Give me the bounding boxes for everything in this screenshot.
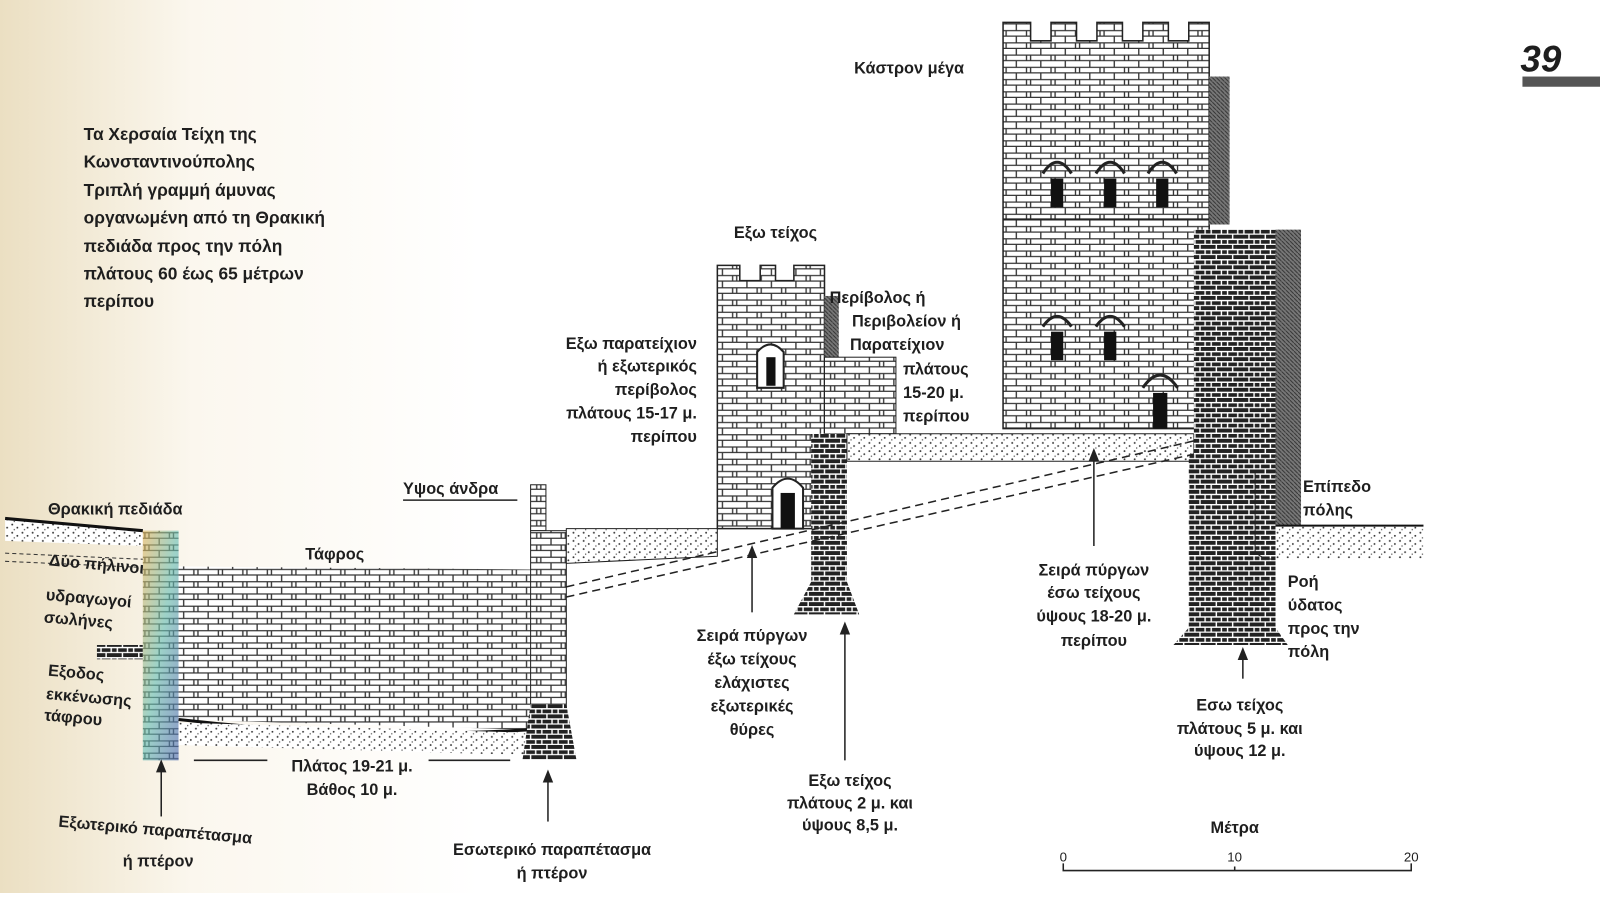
label-line: έσω τείχους: [1047, 584, 1140, 602]
label-line: περίπου: [903, 407, 969, 425]
label-line: ύψους 8,5 μ.: [802, 817, 898, 835]
title-line: οργανωμένη από τη Θρακική: [84, 208, 325, 228]
title-block: Τα Χερσαία Τείχη της Κωνσταντινούπολης Τ…: [84, 124, 325, 311]
label-line: ύδατος: [1288, 596, 1343, 614]
label-line: πλάτους: [903, 361, 969, 379]
label-outer-wall-top: Εξω τείχος: [734, 224, 817, 242]
label-line: πλάτους 15-17 μ.: [566, 404, 697, 422]
title-line: Κωνσταντινούπολης: [84, 151, 255, 171]
label-line: θύρες: [730, 721, 775, 739]
label-city-level: Επίπεδο πόλης: [1303, 478, 1371, 519]
label-kastron: Κάστρον μέγα: [854, 59, 964, 77]
scale-title: Μέτρα: [1211, 819, 1259, 837]
outer-terrace: [565, 528, 718, 564]
label-exo-parateichion: Εξω παρατείχιον ή εξωτερικός περίβολος π…: [566, 335, 697, 446]
label-line: πλάτους 2 μ. και: [787, 794, 913, 812]
label-line: Εξω τείχος: [808, 772, 891, 790]
inner-parapet: [522, 484, 577, 761]
label-ypsos-andra: Υψος άνδρα: [403, 480, 498, 498]
label-line: Βάθος 10 μ.: [307, 781, 398, 799]
label-outer-wall: Εξω τείχος πλάτους 2 μ. και ύψους 8,5 μ.: [787, 772, 913, 835]
label-line: σωλήνες: [43, 608, 114, 632]
peribolos-terrace: [846, 433, 1195, 462]
label-line: ύψους 18-20 μ.: [1036, 608, 1151, 626]
outer-wall: [793, 356, 897, 615]
label-outer-towers: Σειρά πύργων έξω τείχους ελάχιστες εξωτε…: [697, 627, 808, 739]
label-thracian-plain: Θρακική πεδιάδα: [48, 500, 183, 518]
scale-tick: 0: [1060, 849, 1067, 864]
label-inner-parapet: Εσωτερικό παραπέτασμα ή πτέρον: [453, 841, 651, 882]
label-line: ελάχιστες: [714, 674, 789, 692]
scale-bar: Μέτρα 0 10 20: [1060, 819, 1419, 872]
leader-arrows: [156, 448, 1249, 822]
label-line: τάφρου: [44, 706, 103, 729]
label-line: πλάτους 5 μ. και: [1177, 720, 1303, 738]
label-line: ή πτέρον: [517, 865, 588, 883]
moat: [178, 566, 531, 756]
label-line: ή εξωτερικός: [597, 357, 696, 375]
label-line: 15-20 μ.: [903, 384, 964, 402]
label-line: περίπου: [1061, 632, 1127, 650]
city-ground: [1275, 525, 1424, 560]
label-line: Εσω τείχος: [1196, 696, 1283, 714]
label-inner-towers: Σειρά πύργων έσω τείχους ύψους 18-20 μ. …: [1036, 562, 1151, 650]
label-inner-wall: Εσω τείχος πλάτους 5 μ. και ύψους 12 μ.: [1177, 696, 1303, 760]
label-water-flow: Ροή ύδατος προς την πόλη: [1288, 573, 1360, 661]
label-line: ή πτέρον: [123, 852, 194, 870]
outer-tower: [716, 264, 839, 530]
title-line: πεδιάδα προς την πόλη: [84, 236, 283, 256]
inner-tower: [1002, 21, 1230, 430]
label-line: πόλης: [1303, 501, 1353, 519]
label-line: εξωτερικές: [711, 697, 794, 715]
label-line: Περιβολείον ή: [852, 313, 961, 331]
label-moat-dims: Πλάτος 19-21 μ. Βάθος 10 μ.: [291, 758, 412, 799]
label-line: Περίβολος ή: [830, 289, 926, 307]
label-line: Παρατείχιον: [850, 336, 944, 354]
label-line: έξω τείχους: [707, 650, 796, 668]
label-line: Εξοδος: [47, 662, 105, 685]
page-number: 39: [1520, 38, 1561, 79]
label-line: περίπου: [631, 428, 697, 446]
label-line: Σειρά πύργων: [1039, 562, 1150, 580]
scale-tick: 20: [1404, 849, 1419, 864]
title-line: πλάτους 60 έως 65 μέτρων: [84, 264, 304, 284]
label-line: Εσωτερικό παραπέτασμα: [453, 841, 651, 859]
aqueduct-pipes: [566, 440, 1195, 598]
thracian-plain-ground: [4, 516, 143, 660]
label-line: πόλη: [1288, 643, 1329, 661]
scale-tick: 10: [1227, 849, 1242, 864]
label-line: Σειρά πύργων: [697, 627, 808, 645]
label-line: περίβολος: [615, 381, 697, 399]
label-peribolos: Περίβολος ή Περιβολείον ή Παρατείχιον πλ…: [830, 289, 970, 425]
label-line: ύψους 12 μ.: [1194, 742, 1285, 760]
inner-wall: [1173, 229, 1302, 646]
label-line: Πλάτος 19-21 μ.: [291, 758, 412, 776]
label-line: Επίπεδο: [1303, 478, 1371, 496]
page-number-bar: [1522, 76, 1600, 87]
water-pipe: [1254, 469, 1276, 560]
title-line: Τα Χερσαία Τείχη της: [84, 124, 257, 144]
title-line: Τριπλή γραμμή άμυνας: [84, 180, 276, 200]
label-line: Ροή: [1288, 573, 1319, 591]
title-line: περίπου: [84, 291, 154, 311]
label-line: προς την: [1288, 620, 1360, 638]
label-tafros: Τάφρος: [305, 545, 364, 563]
label-line: Εξω παρατείχιον: [566, 335, 697, 353]
